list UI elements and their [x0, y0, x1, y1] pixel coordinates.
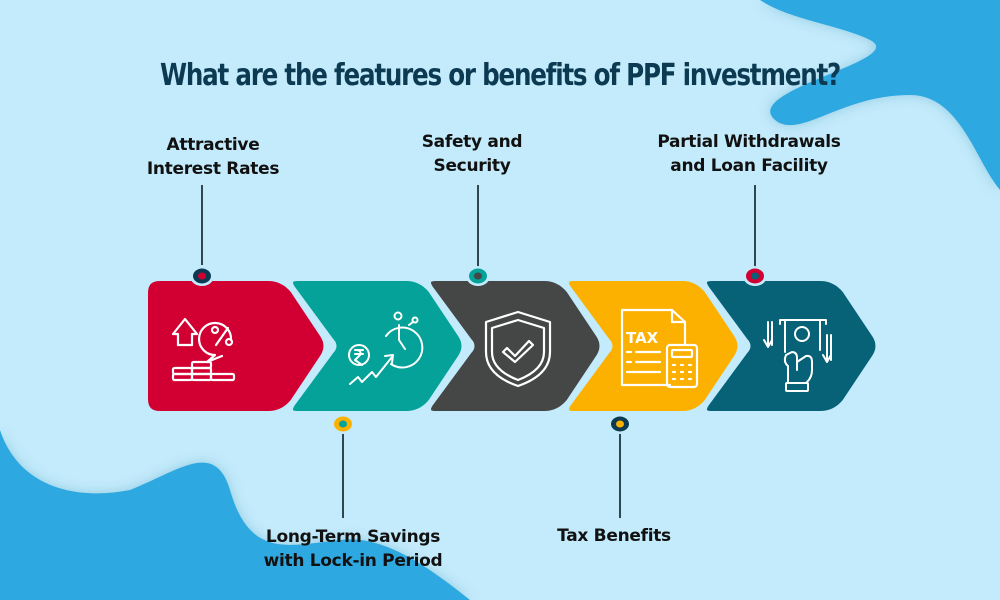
label-line: and Loan Facility	[670, 156, 828, 176]
bottom-left-blob	[0, 430, 470, 600]
top-blob-small	[875, 0, 960, 9]
step-2-chevron	[287, 275, 468, 417]
step-5-chevron	[701, 275, 882, 417]
connector-line	[477, 185, 479, 267]
label-partial-withdrawals: Partial Withdrawals and Loan Facility	[629, 130, 869, 178]
interest-rate-icon	[171, 317, 236, 382]
connector-dot-step-4	[608, 414, 632, 434]
rupee-clock-growth-icon	[348, 311, 424, 385]
label-line: Safety and	[421, 132, 523, 152]
tax-document-calculator-icon: TAX	[620, 308, 699, 389]
connector-dot-step-3	[466, 266, 490, 286]
label-line: Attractive	[166, 135, 260, 155]
label-tax-benefits: Tax Benefits	[494, 524, 734, 548]
label-long-term-savings: Long-Term Savings with Lock-in Period	[233, 525, 473, 573]
label-attractive-interest-rates: Attractive Interest Rates	[93, 133, 333, 181]
connector-line	[754, 185, 756, 267]
connector-line	[619, 430, 621, 518]
connector-dot-step-5	[743, 266, 767, 286]
label-line: with Lock-in Period	[263, 551, 443, 571]
connector-dot-step-2	[331, 414, 355, 434]
cash-withdrawal-icon	[763, 319, 832, 392]
label-line: Interest Rates	[146, 159, 280, 179]
connector-line	[342, 430, 344, 518]
shield-check-icon	[484, 310, 552, 388]
connector-dot-step-1	[190, 266, 214, 286]
step-1-chevron	[142, 275, 330, 417]
top-right-blob	[760, 0, 1000, 190]
label-line: Partial Withdrawals	[657, 132, 841, 152]
connector-line	[201, 185, 203, 265]
step-3-chevron	[425, 275, 606, 417]
page-title: What are the features or benefits of PPF…	[159, 58, 841, 93]
label-safety-and-security: Safety and Security	[352, 130, 592, 178]
label-line: Long-Term Savings	[265, 527, 441, 547]
label-line: Security	[433, 156, 511, 176]
label-line: Tax Benefits	[557, 526, 671, 546]
svg-text:TAX: TAX	[626, 329, 659, 347]
